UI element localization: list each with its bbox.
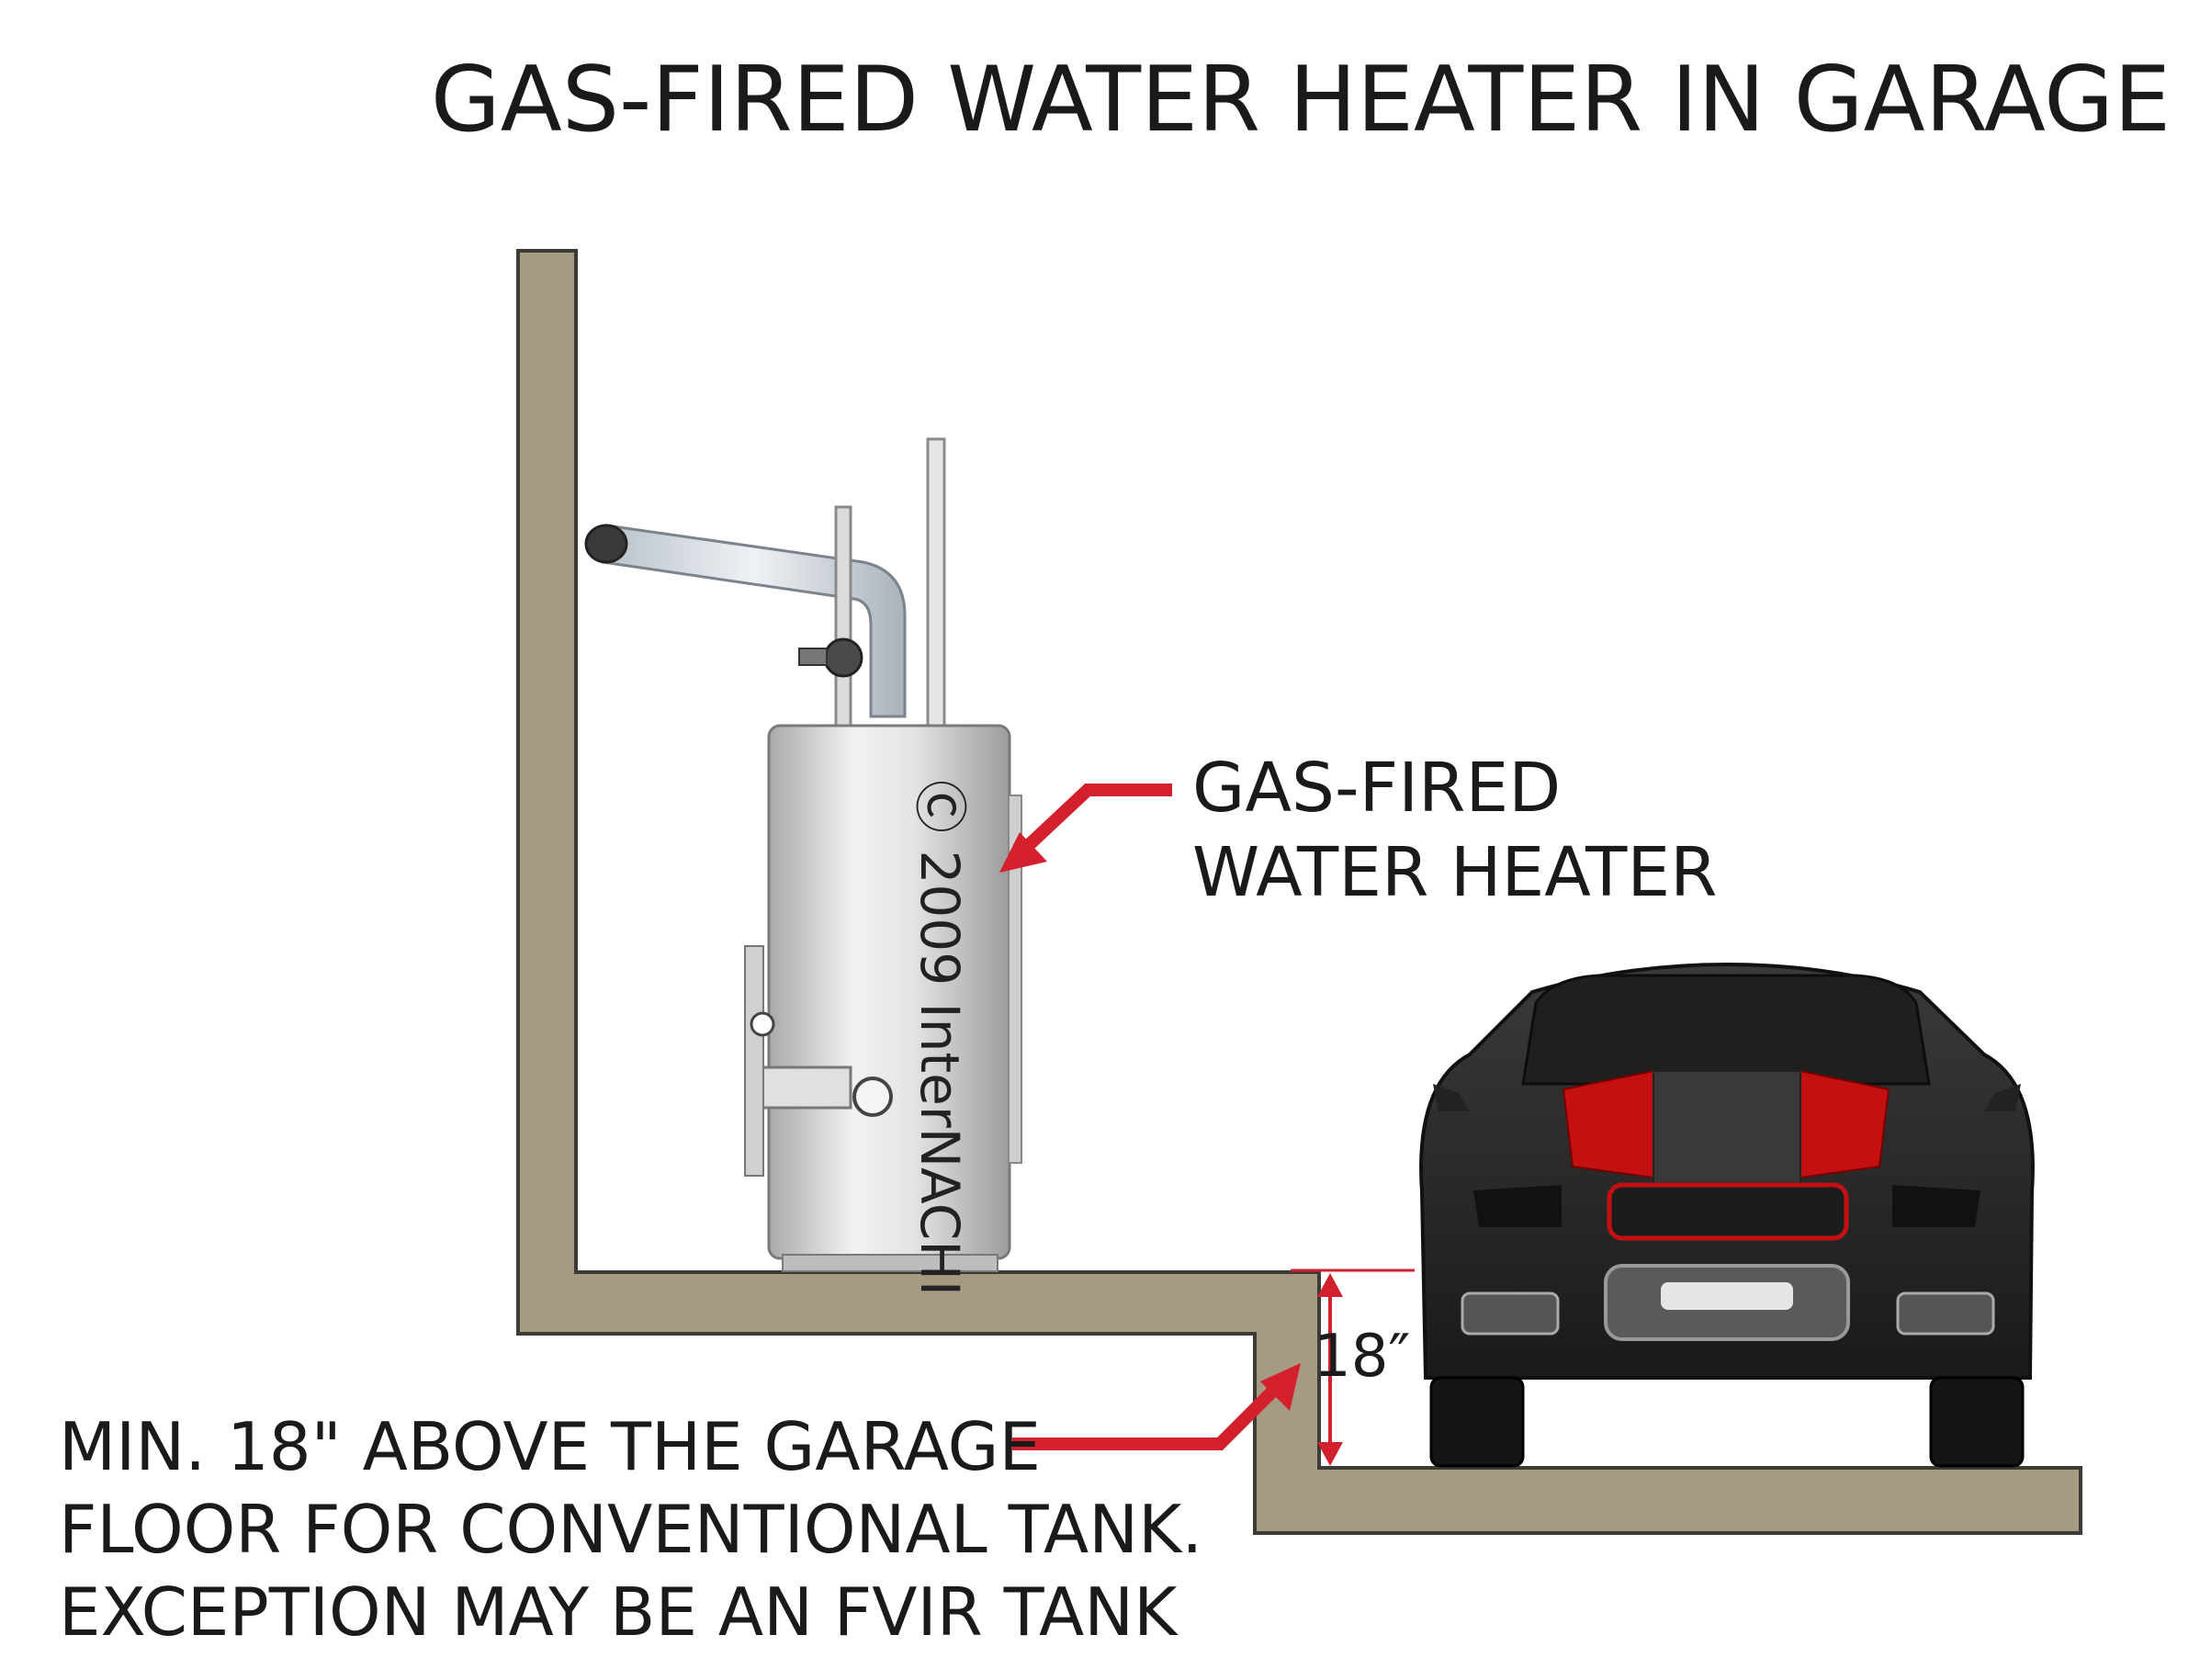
hood-stripe-right [1799, 1069, 1890, 1179]
heater-callout-line1: GAS-FIRED [1192, 749, 1562, 828]
requirement-line3: EXCEPTION MAY BE AN FVIR TANK [59, 1573, 1178, 1651]
car-front [1419, 962, 2035, 1468]
water-pipe [926, 437, 946, 735]
hood-stripe-left [1562, 1069, 1654, 1179]
garage-wall-and-slab [516, 249, 2082, 1535]
requirement-line1: MIN. 18" ABOVE THE GARAGE [59, 1408, 1041, 1485]
diagram-title: GAS-FIRED WATER HEATER IN GARAGE [430, 48, 2171, 152]
copyright-watermark: Ⓒ 2009 InterNACHI [908, 780, 971, 1296]
gas-supply-pipe [798, 505, 863, 729]
requirement-line2: FLOOR FOR CONVENTIONAL TANK. [59, 1491, 1203, 1568]
concrete-structure [516, 249, 2082, 1535]
heater-callout: GAS-FIRED WATER HEATER [1192, 746, 1718, 915]
heater-callout-line2: WATER HEATER [1192, 833, 1718, 912]
requirement-callout: MIN. 18" ABOVE THE GARAGE FLOOR FOR CONV… [59, 1405, 1202, 1653]
requirement-leader-arrow [1012, 1363, 1301, 1450]
heater-leader-arrow [999, 784, 1172, 873]
dimension-label: 18″ [1314, 1323, 1411, 1391]
dimension-18in [1291, 1268, 1415, 1466]
vent-pipe [584, 524, 907, 718]
water-heater-tank [744, 724, 1022, 1272]
